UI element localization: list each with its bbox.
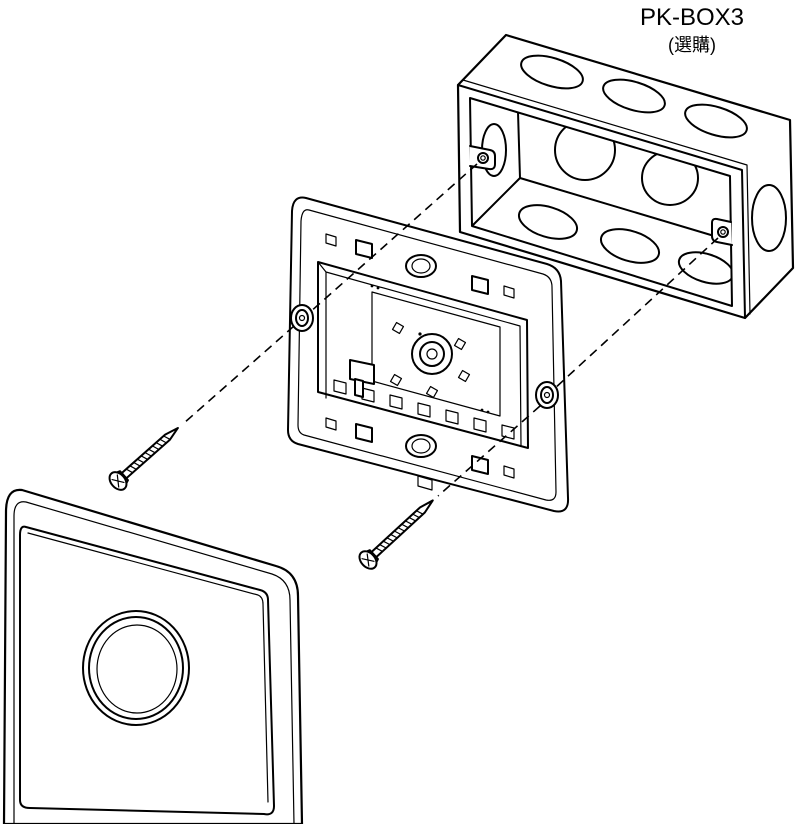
plate-opening-recess <box>317 261 522 447</box>
button-face <box>96 624 178 714</box>
guide-line-left-lower <box>183 325 295 424</box>
screw-hole <box>477 152 489 164</box>
screw-hole <box>717 226 729 238</box>
plate-bottom-oval <box>405 434 437 458</box>
plate-bottom-tab <box>417 475 433 491</box>
box-top-knockouts <box>520 54 748 139</box>
module-knob <box>411 333 453 375</box>
plate-top-oval <box>405 254 437 278</box>
cross-slot-icon <box>361 553 375 567</box>
cross-slot-icon <box>111 474 125 488</box>
plate-lip <box>297 209 557 501</box>
assembly-guide-lines <box>183 163 719 497</box>
plate-ear-hole-left <box>290 304 314 332</box>
junction-box <box>456 33 795 320</box>
cover-face-inner-line <box>27 532 269 803</box>
box-screw-tab-left <box>469 145 496 171</box>
box-front-opening <box>469 97 733 307</box>
box-inner-corner-edge <box>471 177 521 227</box>
button-bezel-inner <box>88 616 184 720</box>
cover-plate <box>2 488 304 824</box>
knockout-circle <box>599 228 661 264</box>
cover-button <box>82 610 190 726</box>
guide-line-right-upper <box>552 237 719 391</box>
guide-line-left-upper <box>308 163 478 314</box>
cover-edge-lip <box>13 501 295 824</box>
knockout-circle <box>602 78 666 114</box>
knockout-circle <box>684 103 748 139</box>
knockout-circle <box>517 204 579 240</box>
part-label: PK-BOX3 (選購) <box>640 4 744 55</box>
optional-note: (選購) <box>668 35 716 55</box>
plate-ear-hole-right <box>535 381 559 409</box>
guide-line-right-lower <box>437 405 541 497</box>
box-front-edges <box>457 84 746 319</box>
knockout-circle <box>677 251 732 285</box>
cover-face-panel <box>19 525 275 816</box>
screw-left <box>108 426 179 491</box>
button-bezel-outer <box>82 610 190 726</box>
box-side-knockout <box>751 184 787 252</box>
module-latch <box>349 359 375 398</box>
plate-bottom-slots <box>333 379 515 440</box>
cover-outline <box>2 488 304 824</box>
knockout-circle <box>520 54 584 90</box>
model-label: PK-BOX3 <box>640 4 744 31</box>
box-rim-lip <box>462 79 751 315</box>
screw-right <box>358 499 434 570</box>
mounting-plate <box>287 196 570 513</box>
